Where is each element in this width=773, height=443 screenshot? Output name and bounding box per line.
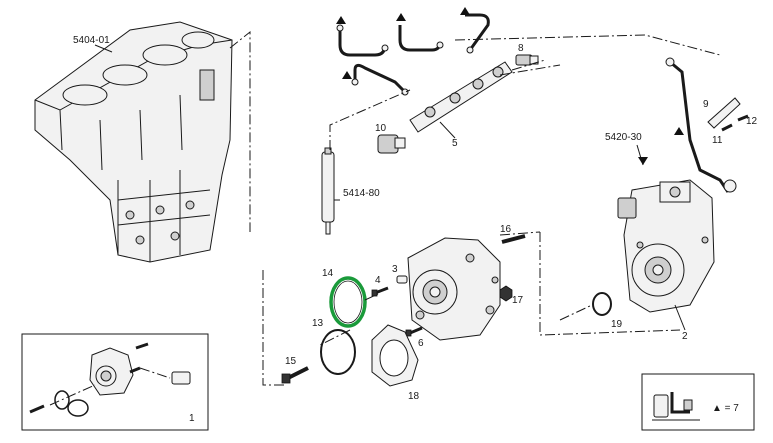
dash-rail	[499, 64, 561, 76]
label-17: 17	[512, 295, 524, 306]
kit-triangle-5	[674, 127, 684, 135]
stud-16[interactable]	[501, 234, 526, 244]
bracket-9[interactable]	[707, 97, 741, 129]
pressure-sensor-8[interactable]	[515, 54, 539, 66]
kit-legend-text: ▲ = 7	[712, 403, 739, 414]
high-pressure-pipe[interactable]	[665, 57, 737, 193]
dash-8	[511, 59, 546, 71]
kit-triangle-4	[342, 71, 352, 79]
valve-10[interactable]	[377, 134, 406, 154]
label-13: 13	[312, 318, 324, 329]
label-10: 10	[375, 123, 387, 134]
kit-legend-box[interactable]	[641, 373, 755, 431]
bolt-6[interactable]	[405, 326, 423, 337]
bolt-15[interactable]	[281, 366, 309, 384]
label-8: 8	[518, 43, 524, 54]
dash-gasket	[319, 293, 379, 346]
label-19: 19	[611, 319, 623, 330]
bolt-11[interactable]	[721, 123, 733, 132]
label-15: 15	[285, 356, 297, 367]
label-9: 9	[703, 99, 709, 110]
label-pump-assembly: 5420-30	[605, 132, 642, 143]
sleeve-3[interactable]	[396, 275, 408, 284]
label-14: 14	[322, 268, 334, 279]
label-1: 1	[189, 413, 195, 424]
label-11: 11	[712, 135, 723, 146]
nut-17[interactable]	[499, 285, 513, 302]
inset-box-1[interactable]	[21, 333, 209, 431]
engine-block[interactable]	[34, 21, 233, 263]
fuel-pipes[interactable]	[336, 13, 490, 96]
label-18: 18	[408, 391, 420, 402]
high-pressure-pump[interactable]	[407, 237, 501, 341]
label-6: 6	[418, 338, 424, 349]
bolt-12[interactable]	[737, 114, 749, 122]
label-3: 3	[392, 264, 398, 275]
kit-triangle-2	[396, 13, 406, 21]
kit-triangle-1	[336, 16, 346, 24]
label-engine-block: 5404-01	[73, 35, 110, 46]
fuel-rail[interactable]	[409, 61, 513, 133]
leader-2	[674, 304, 686, 331]
kit-triangle-3	[460, 7, 470, 15]
dash-injector	[329, 89, 411, 201]
label-16: 16	[500, 224, 512, 235]
label-5: 5	[452, 138, 458, 149]
gasket-plate-18[interactable]	[371, 324, 419, 387]
label-12: 12	[746, 116, 758, 127]
boundary-dash-pump	[539, 232, 681, 336]
pump-assembly[interactable]	[617, 179, 715, 313]
boundary-dash-engine	[229, 30, 251, 232]
label-2: 2	[682, 331, 688, 342]
dash-pump-center	[499, 231, 541, 236]
dash-19	[559, 304, 593, 321]
leader-engine-block	[94, 44, 113, 53]
oring-13[interactable]	[320, 329, 356, 375]
arrow-pump-assembly	[638, 157, 648, 165]
label-injector: 5414-80	[343, 188, 380, 199]
injector[interactable]	[321, 147, 335, 235]
boundary-dash-top	[454, 34, 721, 56]
label-4: 4	[375, 275, 381, 286]
bolt-4[interactable]	[371, 286, 389, 297]
leader-5	[439, 121, 456, 139]
boundary-dash-lower	[262, 270, 286, 386]
oring-19[interactable]	[592, 292, 612, 316]
gasket-14-highlighted[interactable]	[329, 276, 367, 328]
